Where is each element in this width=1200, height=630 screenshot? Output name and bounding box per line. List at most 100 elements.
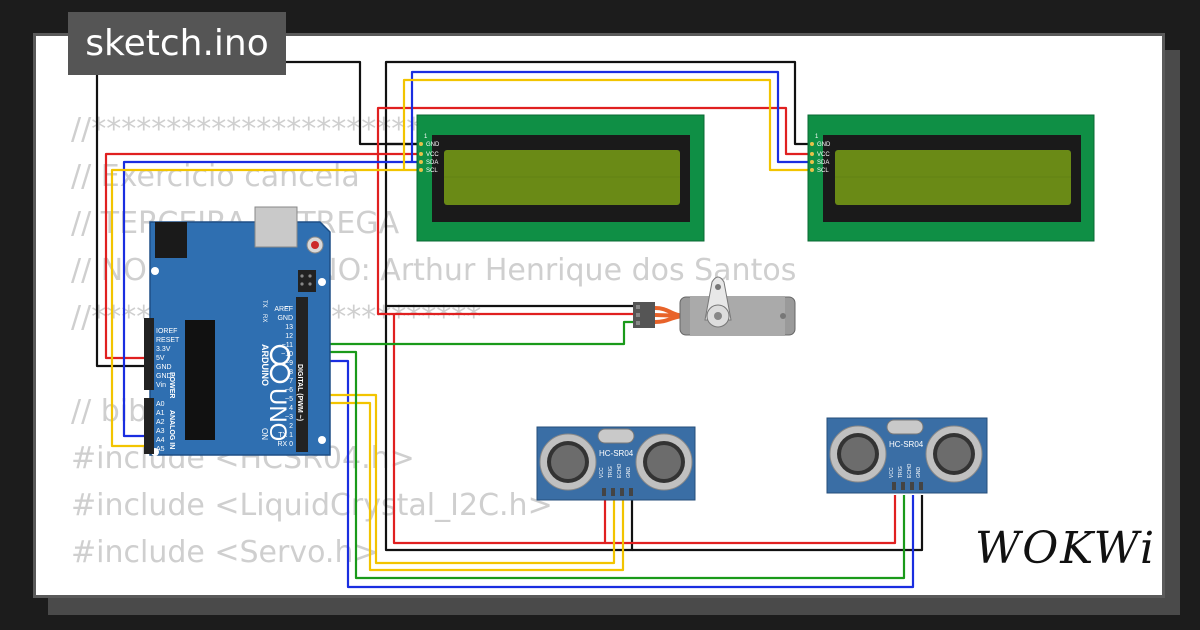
pin-label: AREF (274, 306, 293, 313)
svg-text:VCC: VCC (889, 467, 895, 478)
digital-pwm-label: DIGITAL (PWM ~) (296, 364, 303, 421)
wire-pin10-sensor2 (320, 350, 906, 580)
pin-label: ~10 (281, 351, 293, 358)
pin-label: 8 (289, 369, 293, 376)
wire-gnd-sensors (384, 306, 634, 552)
sensor2-label: HC-SR04 (889, 440, 924, 449)
sensor1-transducer-right (635, 433, 693, 491)
power-jack-icon (155, 222, 187, 258)
svg-text:TRIG: TRIG (898, 466, 904, 478)
wire-5v-lcd1 (104, 152, 420, 360)
pin-label: ~6 (285, 387, 293, 394)
wire-gnd-sensor2 (632, 495, 924, 552)
lcd2-pin-sda: SDA (817, 160, 829, 166)
lcd2-pin-labels: GND VCC SDA SCL (817, 142, 831, 174)
pin-label: Vin (156, 382, 166, 389)
sensor2-transducer-right (925, 425, 983, 483)
sensor2-transducer-left (829, 425, 887, 483)
lcd2-screen (835, 150, 1071, 205)
wire-5v-servo (376, 154, 635, 316)
lcd1-pin-gnd: GND (426, 142, 440, 148)
svg-text:TRIG: TRIG (608, 466, 614, 478)
pin-label: ~11 (282, 342, 293, 349)
pin-label: IOREF (156, 328, 177, 335)
pin-label: A2 (156, 419, 165, 426)
lcd-display-2: 1 GND VCC SDA SCL (807, 114, 1095, 242)
lcd1-screen (444, 150, 680, 205)
sensor1-transducer-left (539, 433, 597, 491)
pin-label: A5 (156, 446, 165, 453)
lcd1-pin-vcc: VCC (426, 152, 439, 158)
lcd2-pin-scl: SCL (817, 168, 829, 174)
svg-text:1: 1 (815, 134, 819, 140)
lcd2-pin-vcc: VCC (817, 152, 830, 158)
wokwi-logo: WOKWi (975, 523, 1157, 574)
lcd2-pin-gnd: GND (817, 142, 831, 148)
wire-5v-sensor1 (392, 314, 607, 545)
code-line: #include <Servo.h> (71, 535, 379, 570)
wire-scl-lcd1 (110, 168, 420, 448)
servo-motor (633, 276, 796, 336)
sensor1-pin-labels: VCC TRIG ECHO GND (599, 463, 632, 478)
pin-label: ~9 (285, 360, 293, 367)
lcd1-pin-labels: GND VCC SDA SCL (426, 142, 440, 174)
wire-scl-lcd2 (402, 78, 810, 172)
lcd1-pin-sda: SDA (426, 160, 438, 166)
wire-sda-lcd2 (410, 70, 810, 164)
svg-text:1: 1 (424, 134, 428, 140)
wire-pin11-servo (320, 320, 635, 346)
pin-label: 5V (156, 355, 165, 362)
sensor2-pin-labels: VCC TRIG ECHO GND (889, 463, 922, 478)
svg-text:ECHO: ECHO (907, 463, 913, 478)
pin-label: 13 (285, 324, 293, 331)
lcd-display-1: 1 GND VCC SDA SCL (416, 114, 705, 242)
pin-label: ~5 (285, 396, 293, 403)
pin-label: A0 (156, 401, 165, 408)
pin-label: 4 (289, 405, 293, 412)
file-tab-title[interactable]: sketch.ino (68, 12, 286, 75)
sensor2-crystal (886, 419, 924, 435)
rx-label: RX (261, 314, 267, 322)
wire-pin5-sensor1 (320, 401, 625, 572)
usb-port-icon (254, 206, 298, 248)
power-header (144, 318, 154, 390)
pin-label: ~3 (285, 414, 293, 421)
sensor1-crystal (597, 428, 635, 444)
code-line: #include <LiquidCrystal_I2C.h> (71, 488, 553, 523)
analog-header (144, 398, 154, 454)
pin-label: GND (277, 315, 293, 322)
lcd1-pin-scl: SCL (426, 168, 438, 174)
l-led-label: L (283, 306, 289, 310)
wire-5v-lcd2 (376, 106, 810, 156)
ultrasonic-sensor-1: HC-SR04 VCC TRIG ECHO GND (536, 426, 696, 501)
pin-label: RESET (156, 337, 180, 344)
svg-text:GND: GND (626, 467, 632, 479)
wire-5v-sensor2 (605, 495, 897, 545)
svg-text:GND: GND (916, 467, 922, 479)
wire-sda-lcd1 (122, 160, 420, 438)
arduino-brand-label: ARDUINO (260, 344, 270, 386)
arduino-logo-icon (269, 344, 291, 384)
pin-label: RX 0 (277, 441, 293, 448)
analog-in-label: ANALOG IN (168, 410, 175, 449)
wire-pin6-sensor1 (320, 393, 616, 565)
pin-label: TX 1 (278, 432, 293, 439)
pin-label: GND (156, 373, 172, 380)
arduino-uno-board: ARDUINO UNO ON DIGITAL (PWM ~) POWER ANA… (144, 206, 331, 456)
wire-pin9-sensor2 (320, 359, 915, 589)
sensor1-label: HC-SR04 (599, 449, 634, 458)
atmega-chip (185, 320, 215, 440)
wire-gnd-lcd1-lcd2 (384, 60, 810, 146)
pin-label: 3.3V (156, 346, 171, 353)
pin-label: A4 (156, 437, 165, 444)
pin-label: 7 (289, 378, 293, 385)
arduino-model-label: UNO (264, 388, 291, 441)
svg-text:ECHO: ECHO (617, 463, 623, 478)
pin-label: A1 (156, 410, 165, 417)
digital-header (296, 297, 308, 452)
power-label: POWER (168, 372, 175, 398)
svg-text:VCC: VCC (599, 467, 605, 478)
